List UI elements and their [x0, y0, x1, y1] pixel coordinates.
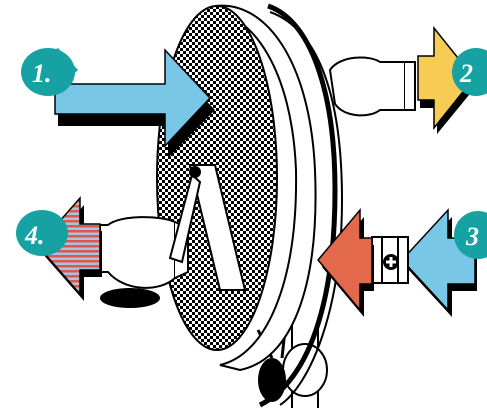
wheel-purge-band	[168, 164, 247, 291]
step-label-1: 1.	[32, 59, 52, 88]
step-badge-3: 3	[454, 211, 487, 259]
step-label-4: 4.	[24, 221, 45, 250]
arrow-1-outdoor-air-in	[54, 48, 215, 158]
arrow-2-supply-air-out	[417, 25, 478, 134]
step-label-2: 2	[459, 59, 473, 88]
plus-circle-icon	[383, 254, 399, 270]
wheel-rim	[207, 4, 317, 372]
arrow-4-exhaust-air-out	[37, 196, 102, 301]
step-label-3: 3	[465, 222, 479, 251]
arrow-3-return-air-in	[317, 207, 477, 317]
step-badge-4: 4.	[16, 210, 68, 256]
step-badge-2: 2	[452, 48, 487, 96]
duct-outlet-2	[328, 56, 416, 117]
step-badge-1: 1.	[21, 48, 78, 96]
wheel-housing-rim	[258, 3, 344, 408]
